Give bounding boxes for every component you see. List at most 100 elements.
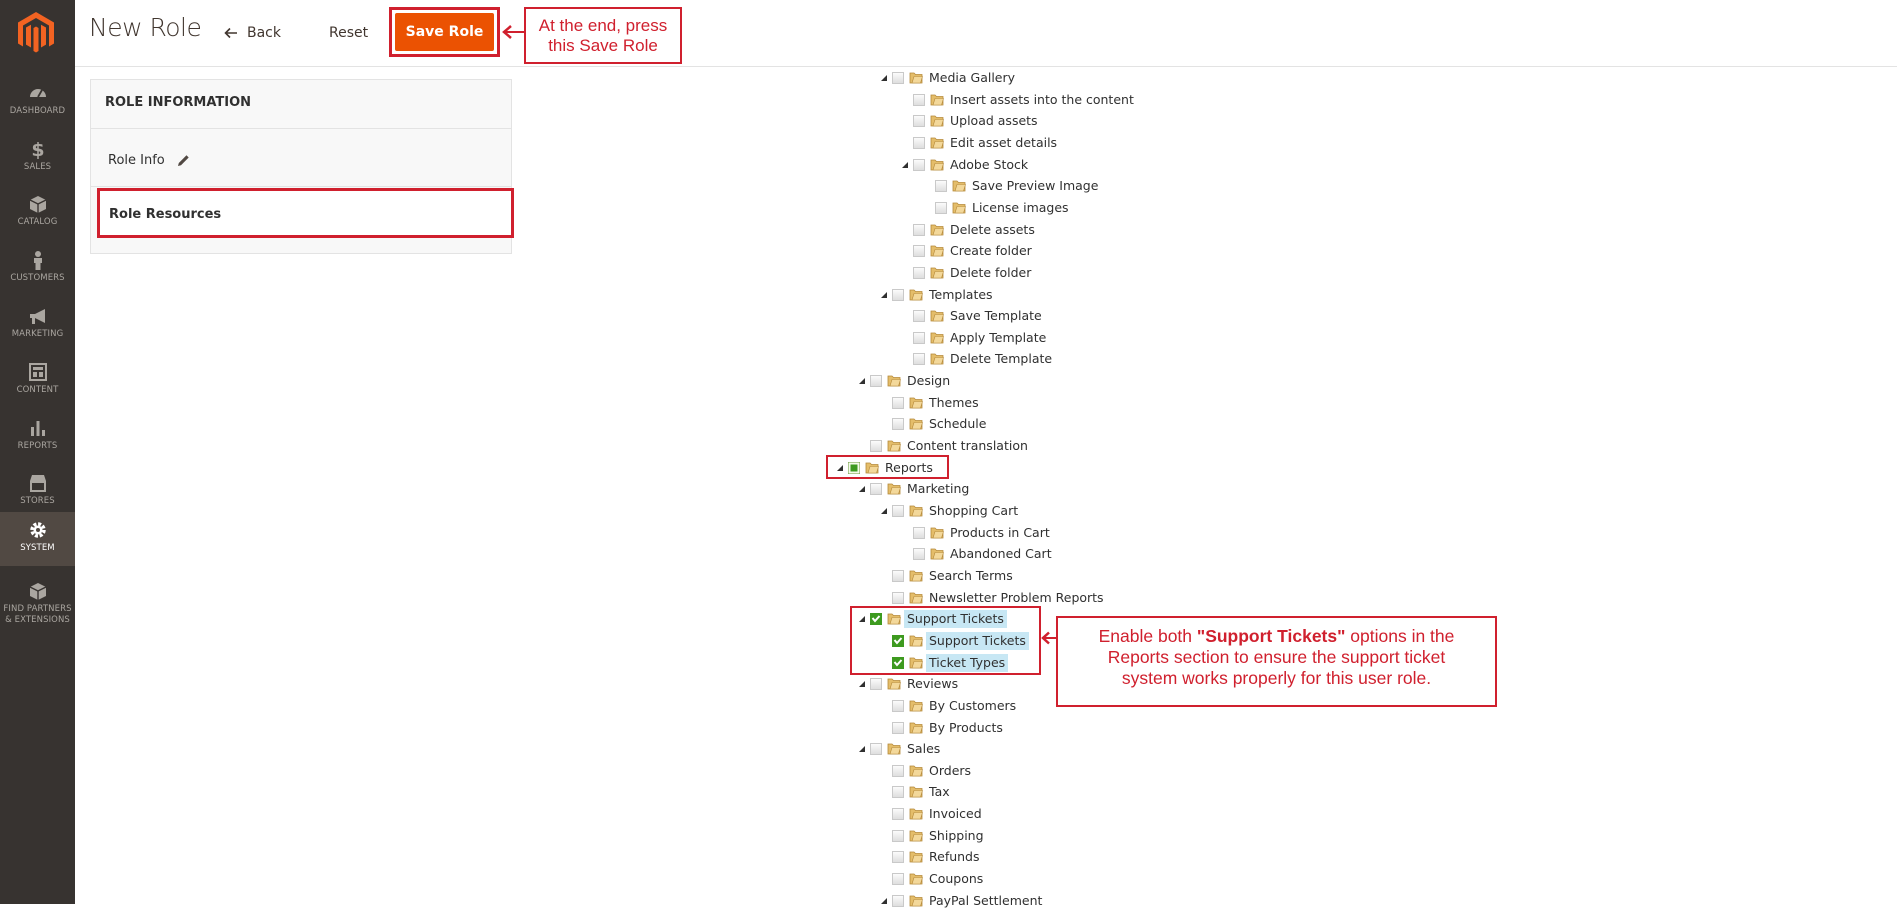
tree-node-label[interactable]: Insert assets into the content [950,92,1134,107]
tree-checkbox[interactable] [870,678,882,690]
tree-node-label[interactable]: Support Tickets [904,610,1007,628]
tree-node-label[interactable]: Ticket Types [926,654,1009,672]
save-role-button[interactable]: Save Role [395,13,494,51]
tree-checkbox[interactable] [913,527,925,539]
tree-node-label[interactable]: Reviews [907,676,959,691]
tree-node-label[interactable]: Media Gallery [929,70,1016,85]
tree-checkbox[interactable] [913,267,925,279]
tree-checkbox[interactable] [892,570,904,582]
tree-checkbox[interactable] [913,137,925,149]
tree-node-label[interactable]: Refunds [929,849,980,864]
tree-node-label[interactable]: Orders [929,763,972,778]
tree-checkbox[interactable] [892,808,904,820]
tree-checkbox[interactable] [892,722,904,734]
expand-arrow-icon[interactable] [879,506,889,516]
expand-arrow-icon[interactable] [857,744,867,754]
tree-node-label[interactable]: Adobe Stock [950,157,1029,172]
tree-checkbox[interactable] [870,613,882,625]
sidebar-item-dashboard[interactable]: DASHBOARD [0,75,75,129]
tree-node-label[interactable]: Create folder [950,243,1032,258]
tree-node-label[interactable]: Shipping [929,828,984,843]
tree-checkbox[interactable] [892,657,904,669]
expand-arrow-icon[interactable] [879,896,889,906]
tree-node-label[interactable]: Save Preview Image [972,178,1099,193]
tree-checkbox[interactable] [892,635,904,647]
sidebar-item-reports[interactable]: REPORTS [0,410,75,464]
tree-node-label[interactable]: Apply Template [950,330,1047,345]
tree-node-label[interactable]: Delete assets [950,222,1035,237]
tree-checkbox[interactable] [913,224,925,236]
sidebar-item-customers[interactable]: CUSTOMERS [0,242,75,296]
tree-checkbox[interactable] [913,245,925,257]
tree-checkbox[interactable] [892,851,904,863]
tab-role-resources[interactable]: Role Resources [97,188,514,238]
tree-node-label[interactable]: Sales [907,741,941,756]
tree-node-label[interactable]: Edit asset details [950,135,1058,150]
tree-checkbox[interactable] [913,115,925,127]
tree-node-label[interactable]: License images [972,200,1069,215]
tree-checkbox[interactable] [935,180,947,192]
tree-node-label[interactable]: By Products [929,720,1003,735]
sidebar-item-sales[interactable]: $SALES [0,131,75,185]
sidebar-item-marketing[interactable]: MARKETING [0,298,75,352]
tree-node-label[interactable]: By Customers [929,698,1017,713]
tab-role-info[interactable]: Role Info [108,153,190,168]
sidebar-item-stores[interactable]: STORES [0,465,75,519]
tree-checkbox[interactable] [892,873,904,885]
tree-node-label[interactable]: Themes [929,395,979,410]
tree-node-label[interactable]: Design [907,373,951,388]
expand-arrow-icon[interactable] [857,376,867,386]
tree-node-label[interactable]: Newsletter Problem Reports [929,590,1104,605]
tree-checkbox[interactable] [892,592,904,604]
sidebar-item-find-partners[interactable]: FIND PARTNERS& EXTENSIONS [0,573,75,633]
tree-checkbox[interactable] [892,786,904,798]
tree-node-label[interactable]: Content translation [907,438,1028,453]
tree-checkbox[interactable] [913,548,925,560]
tree-node-label[interactable]: Schedule [929,416,987,431]
tree-checkbox[interactable] [870,483,882,495]
tree-node-label[interactable]: Support Tickets [926,632,1029,650]
expand-arrow-icon[interactable] [879,73,889,83]
tree-node-label[interactable]: Upload assets [950,113,1038,128]
tree-checkbox[interactable] [913,159,925,171]
tree-checkbox[interactable] [870,440,882,452]
tree-node-label[interactable]: Reports [885,460,933,475]
tree-checkbox[interactable] [935,202,947,214]
sidebar-item-content[interactable]: CONTENT [0,354,75,408]
expand-arrow-icon[interactable] [835,463,845,473]
expand-arrow-icon[interactable] [900,160,910,170]
expand-arrow-icon[interactable] [857,679,867,689]
tree-checkbox[interactable] [913,94,925,106]
tree-checkbox[interactable] [913,310,925,322]
tree-checkbox[interactable] [892,72,904,84]
tree-checkbox[interactable] [848,462,860,474]
expand-arrow-icon[interactable] [857,614,867,624]
sidebar-item-catalog[interactable]: CATALOG [0,186,75,240]
reset-button[interactable]: Reset [329,20,368,46]
tree-checkbox[interactable] [892,765,904,777]
tree-node-label[interactable]: Search Terms [929,568,1013,583]
tree-node-label[interactable]: Tax [929,784,950,799]
tree-node-label[interactable]: Products in Cart [950,525,1050,540]
tree-node-label[interactable]: Delete folder [950,265,1032,280]
tree-node-label[interactable]: Coupons [929,871,984,886]
tree-checkbox[interactable] [870,743,882,755]
tree-node-label[interactable]: Save Template [950,308,1042,323]
tree-checkbox[interactable] [892,397,904,409]
tree-node-label[interactable]: PayPal Settlement [929,893,1043,908]
tree-checkbox[interactable] [892,505,904,517]
expand-arrow-icon[interactable] [857,484,867,494]
tree-node-label[interactable]: Marketing [907,481,970,496]
tree-node-label[interactable]: Shopping Cart [929,503,1019,518]
tree-checkbox[interactable] [913,332,925,344]
tree-checkbox[interactable] [913,353,925,365]
sidebar-item-system[interactable]: SYSTEM [0,512,75,566]
tree-node-label[interactable]: Abandoned Cart [950,546,1052,561]
magento-logo-icon[interactable] [18,12,54,54]
back-button[interactable]: Back [224,20,281,46]
tree-checkbox[interactable] [892,895,904,907]
expand-arrow-icon[interactable] [879,290,889,300]
tree-node-label[interactable]: Templates [929,287,993,302]
tree-checkbox[interactable] [892,830,904,842]
tree-checkbox[interactable] [870,375,882,387]
